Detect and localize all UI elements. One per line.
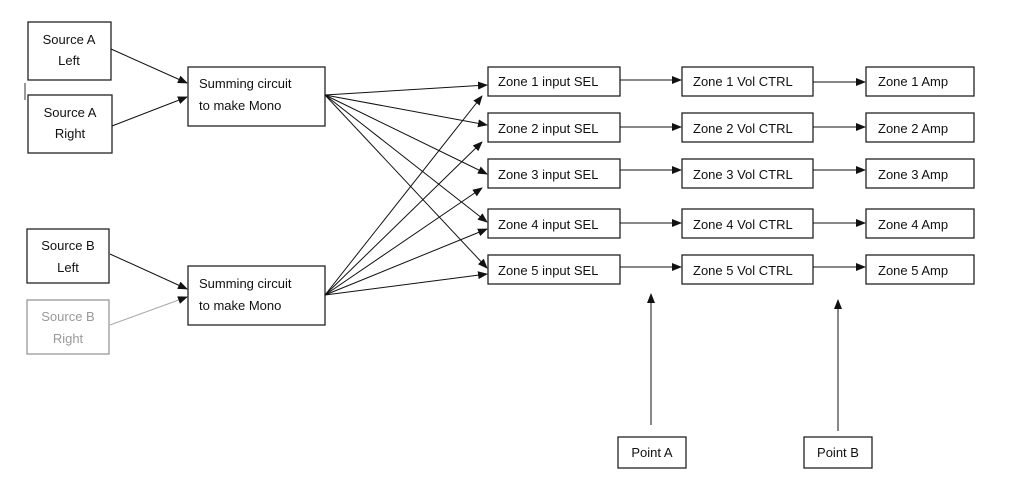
node-label: Summing circuit: [199, 76, 292, 91]
node-label: Source B: [41, 309, 94, 324]
node-label: Zone 1 Amp: [878, 74, 948, 89]
zone-1-input-sel-node: [487, 66, 621, 97]
edge-arrow: [324, 81, 488, 96]
edge-arrow: [110, 48, 188, 84]
point-b-node: Point B: [803, 436, 873, 469]
edge-arrow: [324, 141, 483, 296]
node-label: Right: [55, 126, 86, 141]
summing-circuit-1-node: Summing circuit to make Mono: [187, 66, 326, 127]
source-a-right-node: Source A Right: [27, 94, 113, 154]
zone-row-2: Zone 2 input SEL Zone 2 Vol CTRL Zone 2 …: [487, 112, 975, 143]
zone-5-input-sel-node: [487, 254, 621, 285]
source-b-right-node: Source B Right: [26, 299, 110, 355]
zone-4-input-sel-node: [487, 208, 621, 239]
edge-arrow: [324, 187, 483, 296]
summing-circuit-2-node: Summing circuit to make Mono: [187, 265, 326, 326]
edge-arrow: [324, 94, 488, 223]
edge-arrow: [324, 95, 483, 296]
node-label: Point B: [817, 445, 859, 460]
zone-4-vol-ctrl-node: [681, 208, 814, 239]
node-label: Zone 3 Amp: [878, 167, 948, 182]
node-label: Source A: [43, 32, 96, 47]
node-label: to make Mono: [199, 98, 281, 113]
node-label: Zone 3 Vol CTRL: [693, 167, 793, 182]
node-label: Zone 3 input SEL: [498, 167, 598, 182]
node-label: Zone 2 input SEL: [498, 121, 598, 136]
zone-5-vol-ctrl-node: [681, 254, 814, 285]
point-a-node: Point A: [617, 436, 687, 469]
edge-arrow: [324, 94, 488, 128]
zone-2-vol-ctrl-node: [681, 112, 814, 143]
node-label: Zone 1 Vol CTRL: [693, 74, 793, 89]
node-label: Point A: [631, 445, 673, 460]
node-label: Left: [57, 260, 79, 275]
node-label: to make Mono: [199, 298, 281, 313]
source-a-left-node: Source A Left: [27, 21, 112, 81]
node-label: Zone 4 Vol CTRL: [693, 217, 793, 232]
edge-arrow: [324, 94, 488, 269]
node-label: Zone 2 Vol CTRL: [693, 121, 793, 136]
node-label: Source B: [41, 238, 94, 253]
zone-3-vol-ctrl-node: [681, 158, 814, 189]
node-label: Zone 2 Amp: [878, 121, 948, 136]
zone-row-4: Zone 4 input SEL Zone 4 Vol CTRL Zone 4 …: [487, 208, 975, 239]
zone-row-5: Zone 5 input SEL Zone 5 Vol CTRL Zone 5 …: [487, 254, 975, 285]
edge-arrow: [109, 253, 188, 290]
node-label: Zone 5 Vol CTRL: [693, 263, 793, 278]
edge-arrow: [324, 271, 488, 296]
zone-row-3: Zone 3 input SEL Zone 3 Vol CTRL Zone 3 …: [487, 158, 975, 189]
node-label: Zone 5 Amp: [878, 263, 948, 278]
source-b-left-node: Source B Left: [26, 228, 110, 284]
zone-3-input-sel-node: [487, 158, 621, 189]
node-label: Right: [53, 331, 84, 346]
zone-1-amp-node: [865, 66, 975, 97]
node-label: Zone 5 input SEL: [498, 263, 598, 278]
node-label: Zone 1 input SEL: [498, 74, 598, 89]
node-label: Source A: [44, 105, 97, 120]
edge-arrow: [109, 296, 188, 326]
edge-arrow: [111, 96, 188, 127]
node-label: Zone 4 input SEL: [498, 217, 598, 232]
node-label: Left: [58, 53, 80, 68]
node-label: Zone 4 Amp: [878, 217, 948, 232]
zone-2-amp-node: [865, 112, 975, 143]
zone-5-amp-node: [865, 254, 975, 285]
node-label: Summing circuit: [199, 276, 292, 291]
zone-3-amp-node: [865, 158, 975, 189]
zone-2-input-sel-node: [487, 112, 621, 143]
zone-4-amp-node: [865, 208, 975, 239]
zone-row-1: Zone 1 input SEL Zone 1 Vol CTRL Zone 1 …: [487, 66, 975, 97]
edge-arrow: [324, 94, 488, 175]
edge-arrow: [324, 228, 488, 296]
